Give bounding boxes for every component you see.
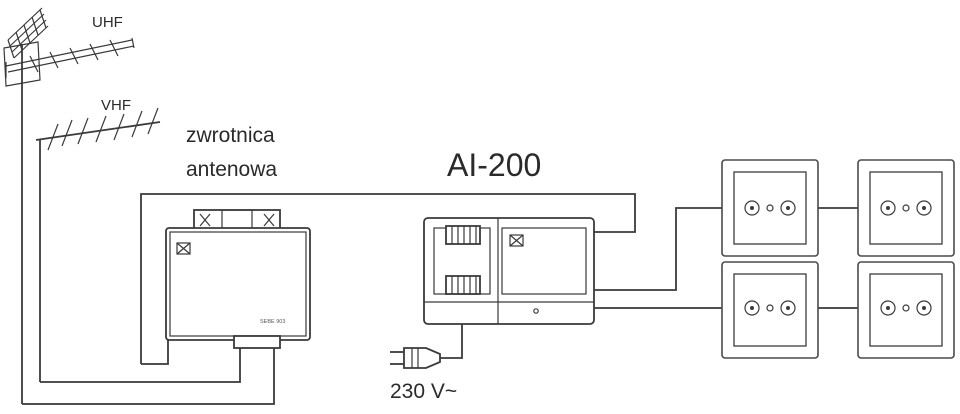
vhf-label: VHF <box>101 97 131 114</box>
power-plug-icon <box>390 347 441 369</box>
amplifier-box <box>423 217 595 325</box>
bowtie-x-mark-icon <box>509 234 524 247</box>
coax-socket-icon <box>880 300 932 316</box>
coax-socket-icon <box>744 300 796 316</box>
uhf-antenna-icon <box>3 7 135 404</box>
splitter-label-line2: antenowa <box>186 158 277 181</box>
wall-socket <box>857 261 955 359</box>
uhf-label: UHF <box>92 14 123 31</box>
vhf-antenna-icon <box>35 107 161 382</box>
wall-socket <box>857 159 955 257</box>
wall-socket <box>721 261 819 359</box>
coax-socket-icon <box>880 200 932 216</box>
power-label: 230 V~ <box>390 380 457 403</box>
splitter-label-line1: zwrotnica <box>186 124 275 147</box>
wall-socket <box>721 159 819 257</box>
coax-cables <box>22 193 858 405</box>
splitter-model-text: SEBE 903 <box>260 319 285 325</box>
splitter-box: SEBE 903 <box>165 209 311 349</box>
coax-socket-icon <box>744 200 796 216</box>
input-connector-icon <box>445 225 481 245</box>
output-connector-icon <box>445 275 481 295</box>
bowtie-x-mark-icon <box>176 242 191 255</box>
amplifier-label: AI-200 <box>447 147 541 183</box>
